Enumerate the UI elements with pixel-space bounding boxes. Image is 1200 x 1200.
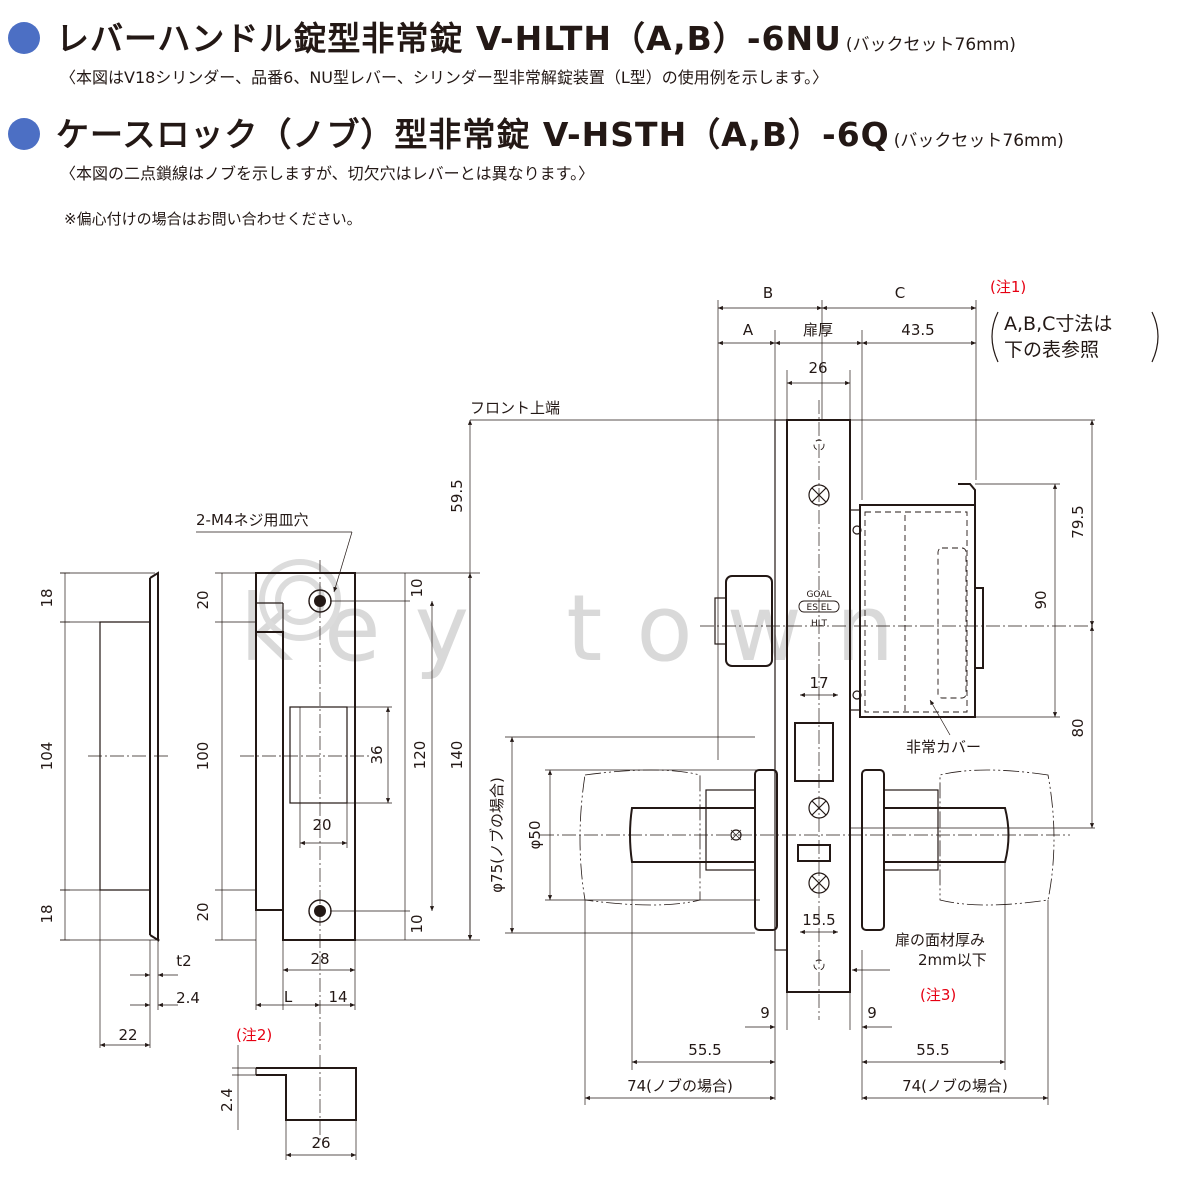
dim-28: 28 bbox=[310, 950, 329, 968]
dim-15-5: 15.5 bbox=[802, 911, 835, 929]
dim-140: 140 bbox=[448, 741, 466, 770]
product-title-2: ケースロック（ノブ）型非常錠 V-HSTH（A,B）-6Q bbox=[56, 115, 890, 154]
eccentric-remark: ※偏心付けの場合はお問い合わせください。 bbox=[64, 210, 362, 228]
bullet-icon bbox=[8, 22, 40, 54]
lock-view: B C A 扉厚 43.5 26 (注1) A,B,C寸法は 下の表参照 フロン… bbox=[448, 278, 1159, 1105]
note-2-label: (注2) bbox=[236, 1026, 272, 1044]
rose-left bbox=[754, 769, 778, 931]
usage-note-2: 〈本図の二点鎖線はノブを示しますが、切欠穴はレバーとは異なります。〉 bbox=[60, 164, 595, 183]
note-1-text-1: A,B,C寸法は bbox=[1004, 313, 1112, 335]
dim-10-bottom: 10 bbox=[408, 914, 426, 933]
dim-80: 80 bbox=[1069, 718, 1087, 737]
dim-26-front: 26 bbox=[808, 359, 827, 377]
dim-17: 17 bbox=[809, 674, 828, 692]
face-thickness-label-1: 扉の面材厚み bbox=[895, 931, 985, 949]
lock-front-plate bbox=[786, 419, 851, 993]
strike-side-view: 18 104 18 t2 2.4 22 bbox=[38, 571, 200, 1048]
dim-79-5: 79.5 bbox=[1069, 505, 1087, 538]
dim-100: 100 bbox=[194, 742, 212, 771]
dim-18-bottom: 18 bbox=[38, 904, 56, 923]
dim-59-5: 59.5 bbox=[448, 479, 466, 512]
latch-opening bbox=[794, 722, 834, 782]
strike-box-view: (注2) 2.4 26 bbox=[218, 1026, 357, 1160]
front-top-label: フロント上端 bbox=[470, 399, 560, 417]
note-1-text-2: 下の表参照 bbox=[1004, 339, 1099, 361]
dim-20-top: 20 bbox=[194, 590, 212, 609]
dim-20-hole: 20 bbox=[312, 816, 331, 834]
title-row-1: レバーハンドル錠型非常錠 V-HLTH（A,B）-6NU (バックセット76mm… bbox=[8, 12, 1016, 60]
bullet-icon bbox=[8, 118, 40, 150]
dim-B: B bbox=[763, 284, 773, 302]
dim-22: 22 bbox=[118, 1026, 137, 1044]
deadbolt-opening bbox=[797, 844, 831, 862]
note-3-label: (注3) bbox=[920, 986, 956, 1004]
rose-right bbox=[861, 769, 885, 931]
dim-9-left: 9 bbox=[760, 1004, 770, 1022]
dim-phi75: φ75(ノブの場合) bbox=[488, 777, 506, 893]
title-row-2: ケースロック（ノブ）型非常錠 V-HSTH（A,B）-6Q (バックセット76m… bbox=[8, 108, 1064, 156]
dim-2-4: 2.4 bbox=[176, 989, 200, 1007]
dim-18-top: 18 bbox=[38, 588, 56, 607]
dim-120: 120 bbox=[411, 741, 429, 770]
dim-2-4-box: 2.4 bbox=[218, 1088, 236, 1112]
door-thickness-label: 扉厚 bbox=[803, 321, 833, 339]
dim-90: 90 bbox=[1032, 590, 1050, 609]
dim-10-top: 10 bbox=[408, 578, 426, 597]
backset-label-1: (バックセット76mm) bbox=[845, 35, 1016, 55]
dim-phi50: φ50 bbox=[526, 821, 544, 850]
dim-L: L bbox=[284, 988, 293, 1006]
lever-left bbox=[629, 807, 756, 863]
emergency-cover-label: 非常カバー bbox=[906, 738, 981, 756]
dim-74-right: 74(ノブの場合) bbox=[902, 1077, 1008, 1095]
dim-20-bottom: 20 bbox=[194, 902, 212, 921]
note-1-label: (注1) bbox=[990, 278, 1026, 296]
knob-phantom-left bbox=[579, 769, 701, 906]
dim-9-right: 9 bbox=[867, 1004, 877, 1022]
watermark-logo bbox=[259, 559, 341, 641]
dim-104: 104 bbox=[38, 742, 56, 771]
screw-hole-label: 2-M4ネジ用皿穴 bbox=[196, 511, 308, 529]
dim-26-box: 26 bbox=[311, 1134, 330, 1152]
dim-A: A bbox=[743, 321, 754, 339]
dim-36: 36 bbox=[368, 745, 386, 764]
lever-right bbox=[883, 807, 1010, 863]
backset-label-2: (バックセット76mm) bbox=[893, 131, 1064, 151]
dim-14: 14 bbox=[328, 988, 347, 1006]
watermark-text: key town bbox=[240, 575, 928, 682]
dim-43-5: 43.5 bbox=[901, 321, 934, 339]
dim-74-left: 74(ノブの場合) bbox=[627, 1077, 733, 1095]
dim-t2: t2 bbox=[176, 952, 191, 970]
dim-C: C bbox=[895, 284, 905, 302]
dim-55-5-right: 55.5 bbox=[916, 1041, 949, 1059]
product-title-1: レバーハンドル錠型非常錠 V-HLTH（A,B）-6NU bbox=[56, 19, 842, 58]
knob-phantom-right bbox=[939, 769, 1055, 906]
dim-55-5-left: 55.5 bbox=[688, 1041, 721, 1059]
usage-note-1: 〈本図はV18シリンダー、品番6、NU型レバー、シリンダー型非常解錠装置（L型）… bbox=[60, 68, 829, 87]
face-thickness-label-2: 2mm以下 bbox=[918, 951, 987, 969]
